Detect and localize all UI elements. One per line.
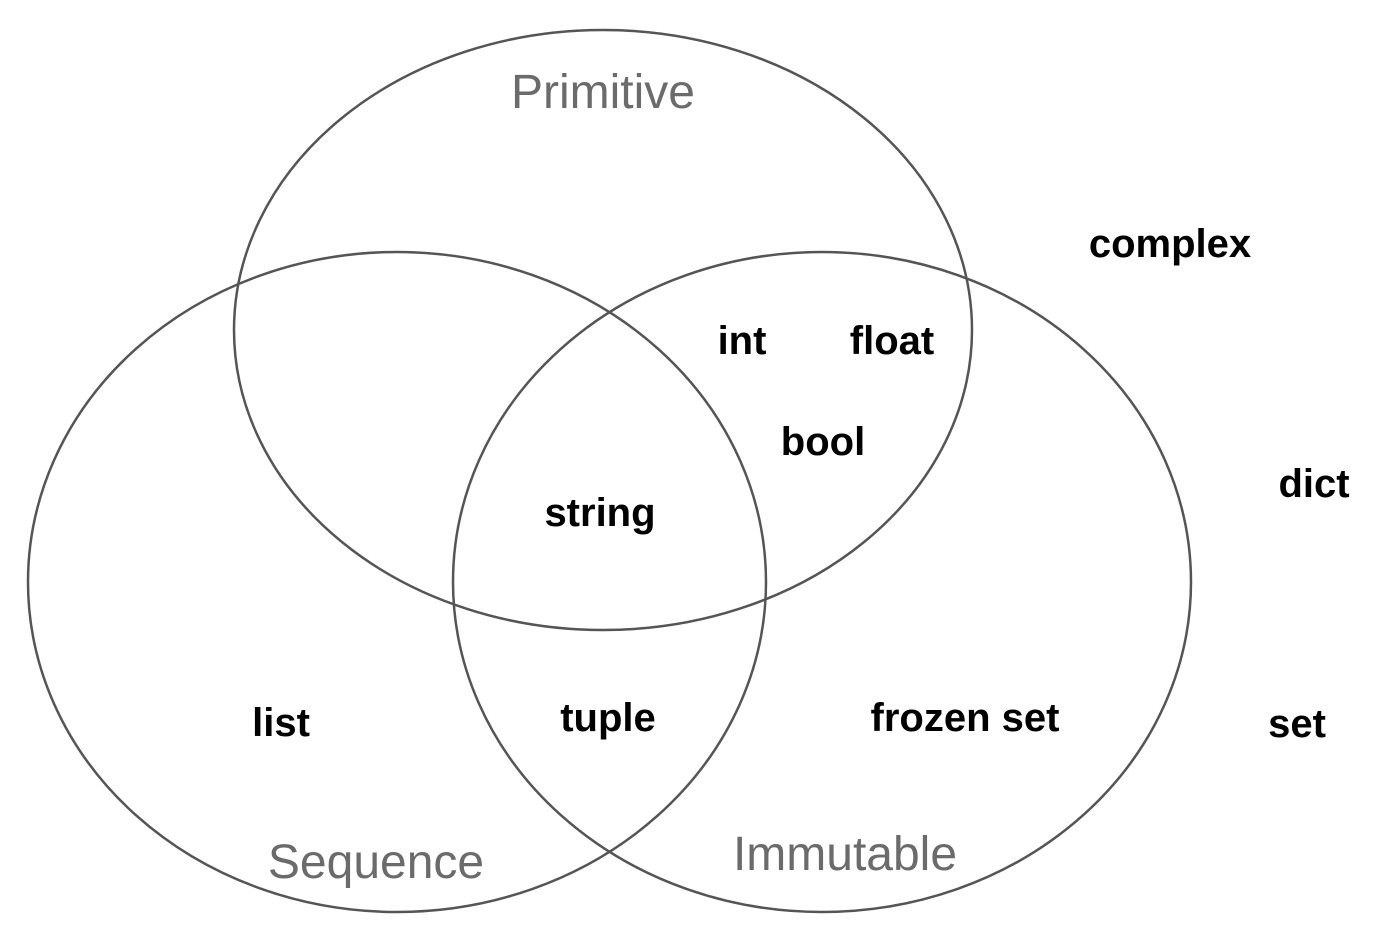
item-set: set <box>1268 702 1326 746</box>
sequence-set-title: Sequence <box>268 836 484 889</box>
item-float: float <box>850 319 934 363</box>
item-complex: complex <box>1089 222 1251 266</box>
item-string: string <box>544 491 655 535</box>
sequence-set-ellipse <box>26 250 768 914</box>
item-tuple: tuple <box>560 696 656 740</box>
immutable-set-ellipse <box>451 250 1193 914</box>
item-dict: dict <box>1278 462 1349 506</box>
immutable-set-title: Immutable <box>733 828 957 881</box>
item-int: int <box>718 319 767 363</box>
item-list: list <box>252 701 310 745</box>
primitive-set-title: Primitive <box>511 66 695 119</box>
item-frozen-set: frozen set <box>871 696 1060 740</box>
primitive-set-ellipse <box>232 28 974 632</box>
item-bool: bool <box>781 420 865 464</box>
